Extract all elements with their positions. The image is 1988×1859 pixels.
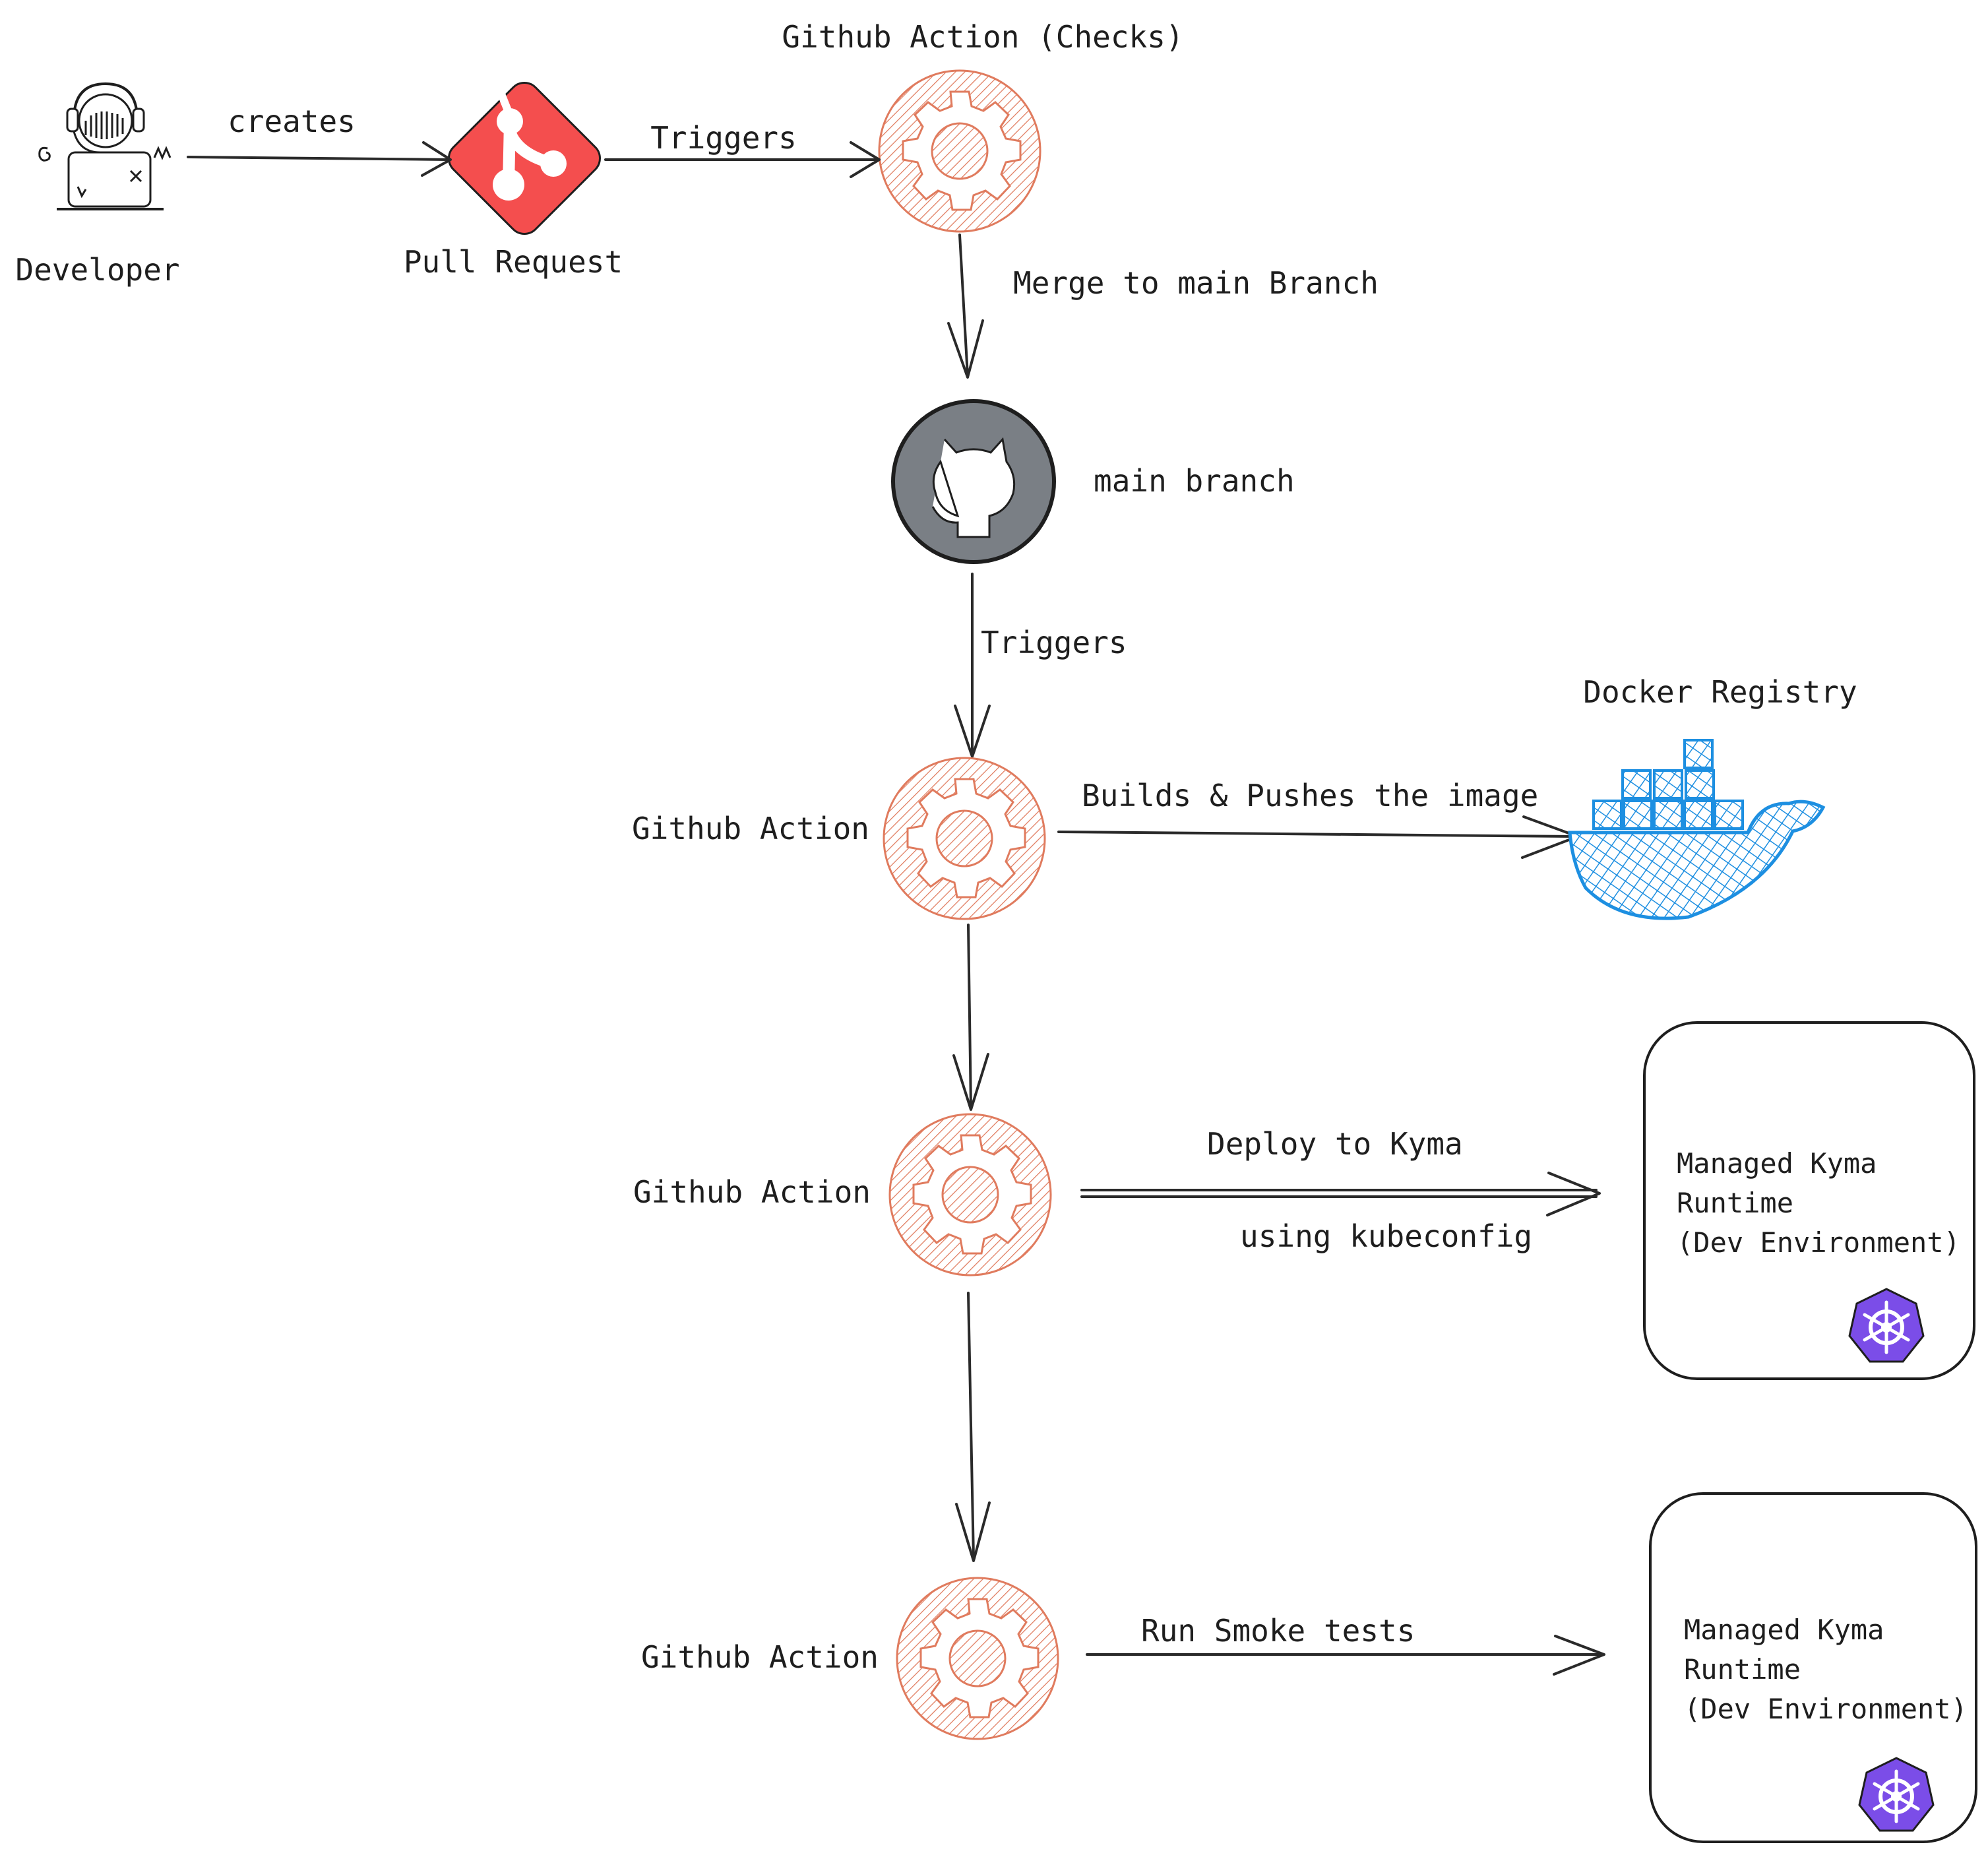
edge-smoke	[1086, 1635, 1605, 1676]
kyma-runtime-1-line-2: Runtime	[1677, 1187, 1793, 1219]
build-action-gear-icon	[883, 757, 1046, 920]
checks-action-gear-icon	[878, 69, 1041, 233]
edge-creates	[187, 141, 452, 177]
edge-deploy	[1080, 1172, 1601, 1216]
edge-triggers-build-label: Triggers	[981, 625, 1127, 660]
edge-deploy-sub-label: using kubeconfig	[1240, 1218, 1532, 1254]
edge-smoke-label: Run Smoke tests	[1141, 1613, 1415, 1649]
test-action-label: Github Action	[641, 1639, 879, 1675]
main-branch-label: main branch	[1094, 463, 1295, 499]
github-octocat-icon	[891, 399, 1056, 564]
kyma-runtime-1-line-1: Managed Kyma	[1677, 1147, 1877, 1180]
kyma-runtime-2-line-1: Managed Kyma	[1684, 1614, 1884, 1646]
edge-triggers-checks	[604, 141, 881, 178]
deploy-action-label: Github Action	[633, 1174, 871, 1210]
build-action-label: Github Action	[632, 811, 869, 846]
git-pull-request-icon	[447, 81, 602, 236]
kyma-runtime-2-line-3: (Dev Environment)	[1684, 1693, 1968, 1725]
edge-deploy-to-test	[955, 1292, 991, 1562]
checks-action-label: Github Action (Checks)	[782, 19, 1183, 55]
deploy-action-gear-icon	[888, 1113, 1052, 1276]
edge-build-push	[1057, 815, 1579, 859]
kyma-runtime-box-2: Managed Kyma Runtime (Dev Environment)	[1649, 1492, 1977, 1843]
developer-label: Developer	[15, 252, 179, 288]
kyma-runtime-2-line-2: Runtime	[1684, 1653, 1801, 1686]
docker-whale-icon	[1568, 739, 1826, 920]
edge-merge-label: Merge to main Branch	[1013, 265, 1379, 301]
edge-build-push-label: Builds & Pushes the image	[1082, 778, 1538, 813]
edge-creates-label: creates	[228, 104, 356, 139]
edge-triggers-build	[954, 573, 991, 758]
developer-icon	[38, 82, 171, 210]
test-action-gear-icon	[896, 1577, 1059, 1740]
kyma-runtime-1-line-3: (Dev Environment)	[1677, 1226, 1960, 1259]
kyma-runtime-box-1: Managed Kyma Runtime (Dev Environment)	[1643, 1021, 1975, 1380]
edge-build-to-deploy	[952, 924, 989, 1111]
pull-request-label: Pull Request	[404, 244, 623, 280]
edge-triggers-checks-label: Triggers	[650, 120, 797, 156]
edge-merge	[947, 234, 984, 379]
docker-registry-label: Docker Registry	[1583, 674, 1857, 710]
edge-deploy-label: Deploy to Kyma	[1207, 1126, 1463, 1162]
